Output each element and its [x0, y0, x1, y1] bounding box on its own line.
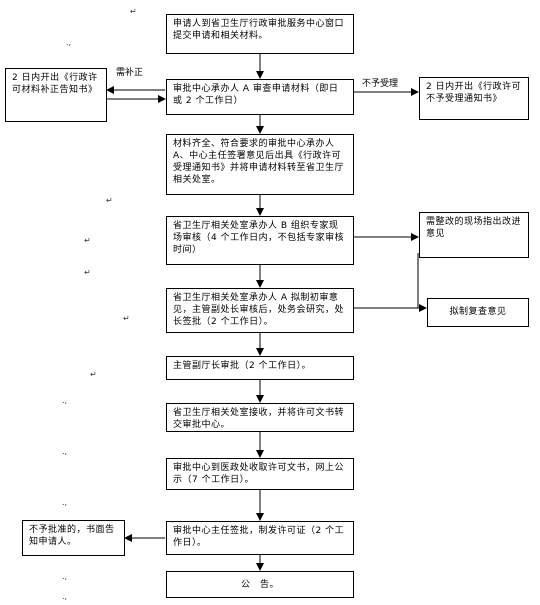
reject-notice-box: 2 日内开出《行政许可不予受理通知书》	[419, 77, 529, 120]
review-opinion-box: 拟制复查意见	[427, 298, 529, 327]
dot-mark: .,	[62, 498, 68, 507]
step-issue-license: 审批中心主任签批，制发许可证（2 个工作日）。	[166, 521, 354, 555]
return-mark: ↵	[106, 196, 113, 205]
step-submit-application: 申请人到省卫生厅行政审批服务中心窗口提交申请和相关材料。	[166, 14, 354, 54]
step-accept-notice: 材料齐全、符合要求的审批中心承办人 A、中心主任签署意见后出具《行政许可受理通知…	[166, 134, 354, 195]
not-accept-label: 不予受理	[362, 79, 399, 89]
dot-mark: .,	[62, 592, 68, 601]
step-expert-onsite-review: 省卫生厅相关处室承办人 B 组织专家现场审核（4 个工作日内，不包括专家审核时间…	[166, 216, 354, 265]
return-mark: ↵	[84, 268, 91, 277]
dot-mark: .,	[62, 572, 68, 581]
step-preliminary-opinion: 省卫生厅相关处室承办人 A 拟制初审意见，主管副处长审核后，处务会研究，处长签批…	[166, 288, 354, 333]
need-supplement-label: 需补正	[116, 68, 144, 78]
supplement-notice-box: 2 日内开出《行政许可材料补正告知书》	[5, 68, 107, 122]
return-mark: ↵	[84, 236, 91, 245]
step-publicize: 审批中心到医政处收取许可文书，网上公示（7 个工作日）。	[166, 458, 354, 490]
dot-mark: .,	[62, 396, 68, 405]
rectify-suggestion-box: 需整改的现场指出改进意见	[419, 212, 529, 258]
return-mark: ↵	[130, 7, 137, 16]
step-announcement: 公 告。	[166, 571, 354, 598]
return-mark: ↵	[90, 370, 97, 379]
step-department-receive: 省卫生厅相关处室接收，并将许可文书转交审批中心。	[166, 403, 354, 432]
step-deputy-director-approval: 主管副厅长审批（2 个工作日）。	[166, 356, 354, 380]
refuse-notice-box: 不予批准的，书面告知申请人。	[22, 520, 125, 556]
return-mark: ↵	[123, 314, 130, 323]
step-review-materials: 审批中心承办人 A 审查申请材料（即日或 2 个工作日）	[166, 79, 354, 115]
dot-mark: .,	[66, 38, 72, 47]
dot-mark: .,	[62, 447, 68, 456]
